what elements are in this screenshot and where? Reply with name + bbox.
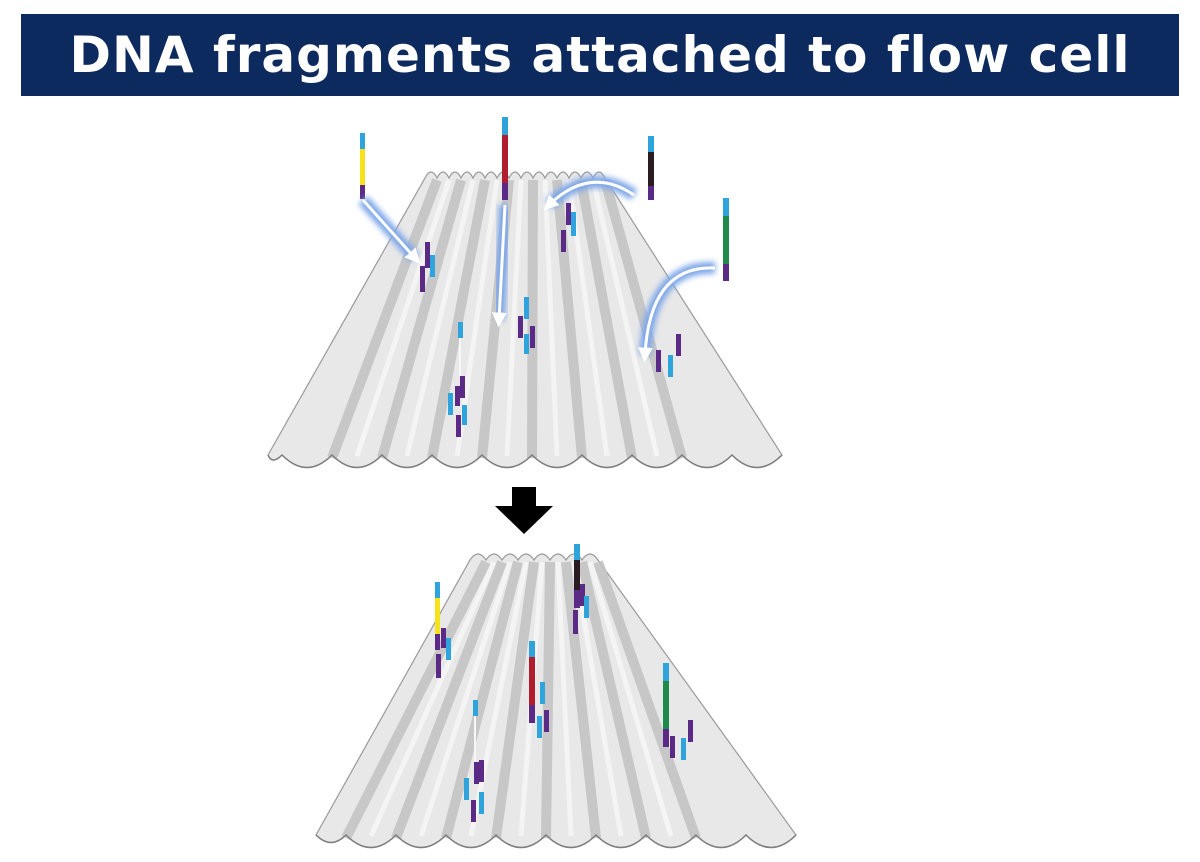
surface-oligo-icon [420, 242, 435, 292]
dna-fragment-icon [360, 133, 365, 199]
dna-fragment-icon [502, 117, 508, 200]
attached-fragments [435, 544, 693, 822]
dna-fragment-icon [648, 136, 654, 200]
flow-cell-top [267, 171, 783, 469]
surface-oligo-icon [448, 322, 467, 437]
free-fragments [360, 117, 729, 281]
surface-oligos-top [420, 203, 681, 437]
attachment-arrow-icon [543, 176, 638, 211]
surface-oligo-icon [561, 203, 576, 252]
step-down-arrow-icon [495, 487, 553, 534]
surface-oligo-icon [656, 334, 681, 377]
attachment-arrow-icon [358, 195, 421, 264]
attachment-arrows [358, 176, 716, 363]
page-title: DNA fragments attached to flow cell [69, 26, 1131, 84]
attachment-arrow-icon [637, 261, 716, 363]
dna-fragment-icon [573, 544, 589, 634]
dna-fragment-icon [529, 641, 549, 738]
dna-fragment-icon [435, 582, 451, 678]
title-banner: DNA fragments attached to flow cell [21, 14, 1179, 96]
dna-fragment-icon [723, 198, 729, 281]
surface-oligo-icon [518, 297, 535, 354]
dna-fragment-icon [663, 663, 693, 760]
flow-cell-bottom [315, 553, 797, 849]
attachment-arrow-icon [491, 204, 511, 328]
dna-fragment-icon [464, 700, 484, 822]
